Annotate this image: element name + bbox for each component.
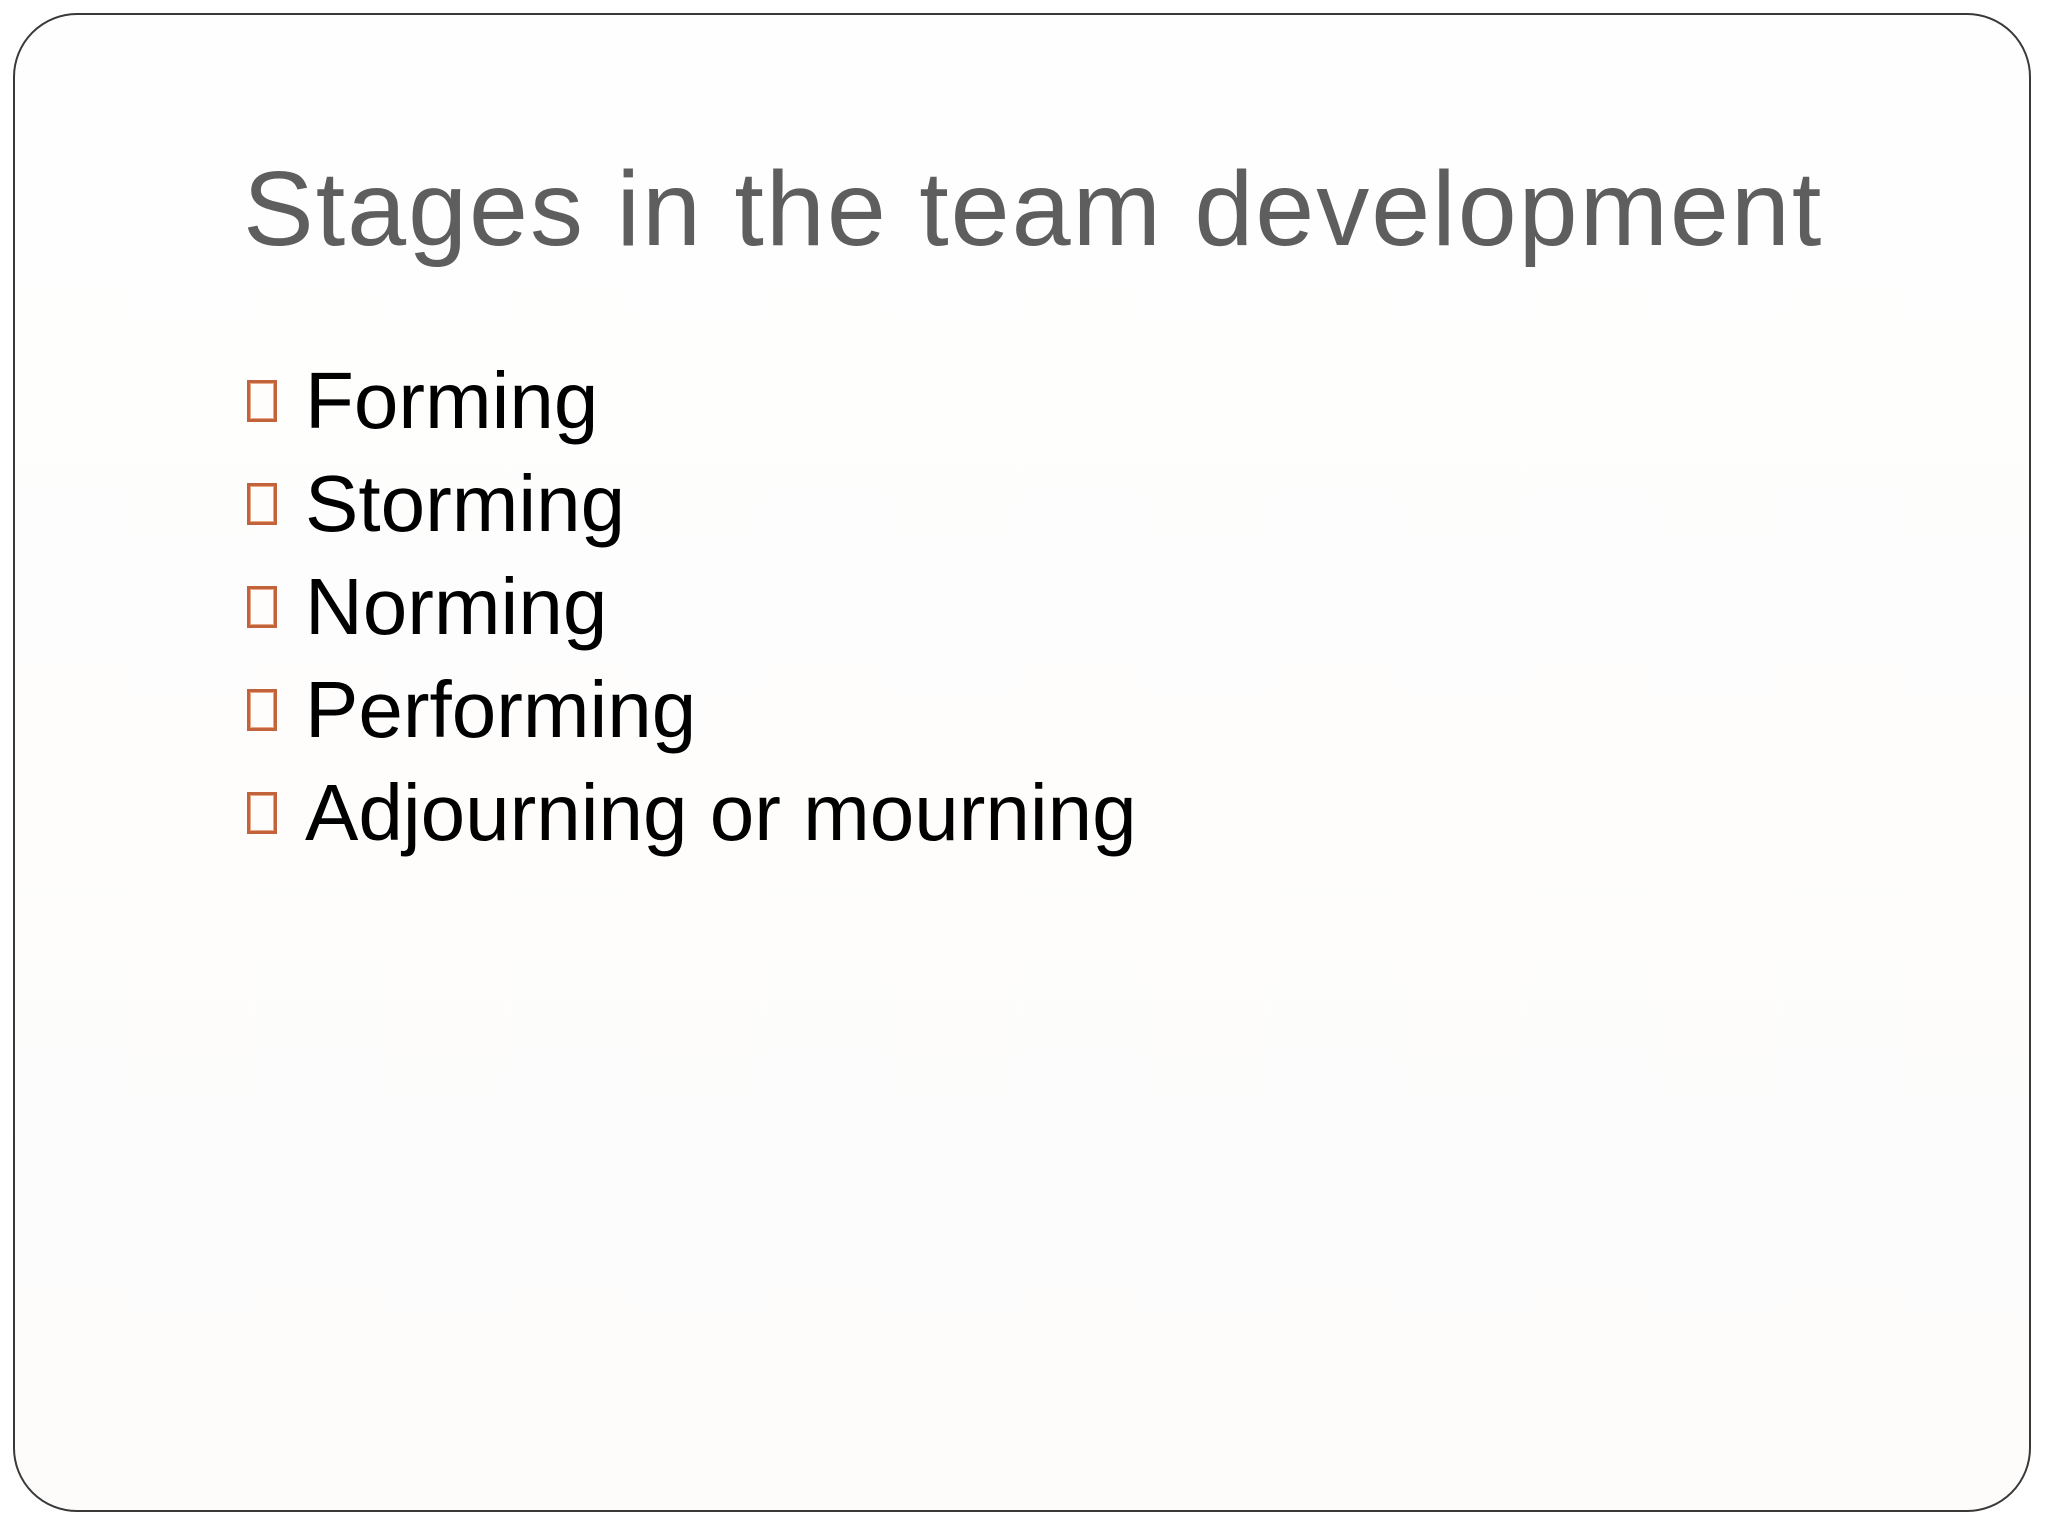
hollow-square-bullet-icon [247,379,277,422]
bullet-label: Storming [305,459,626,548]
hollow-square-bullet-icon [247,482,277,525]
hollow-square-bullet-icon [247,585,277,628]
list-item: Forming [247,349,1137,452]
slide-title: Stages in the team development [243,150,1824,268]
bullet-label: Forming [305,356,599,445]
list-item: Performing [247,658,1137,761]
list-item: Storming [247,452,1137,555]
bullet-list: Forming Storming Norming Performing Adjo… [247,349,1137,864]
slide-frame: Stages in the team development Forming S… [13,13,2031,1512]
bullet-label: Norming [305,562,608,651]
hollow-square-bullet-icon [247,688,277,731]
hollow-square-bullet-icon [247,791,277,834]
list-item: Norming [247,555,1137,658]
bullet-label: Adjourning or mourning [305,768,1137,857]
list-item: Adjourning or mourning [247,761,1137,864]
bullet-label: Performing [305,665,697,754]
